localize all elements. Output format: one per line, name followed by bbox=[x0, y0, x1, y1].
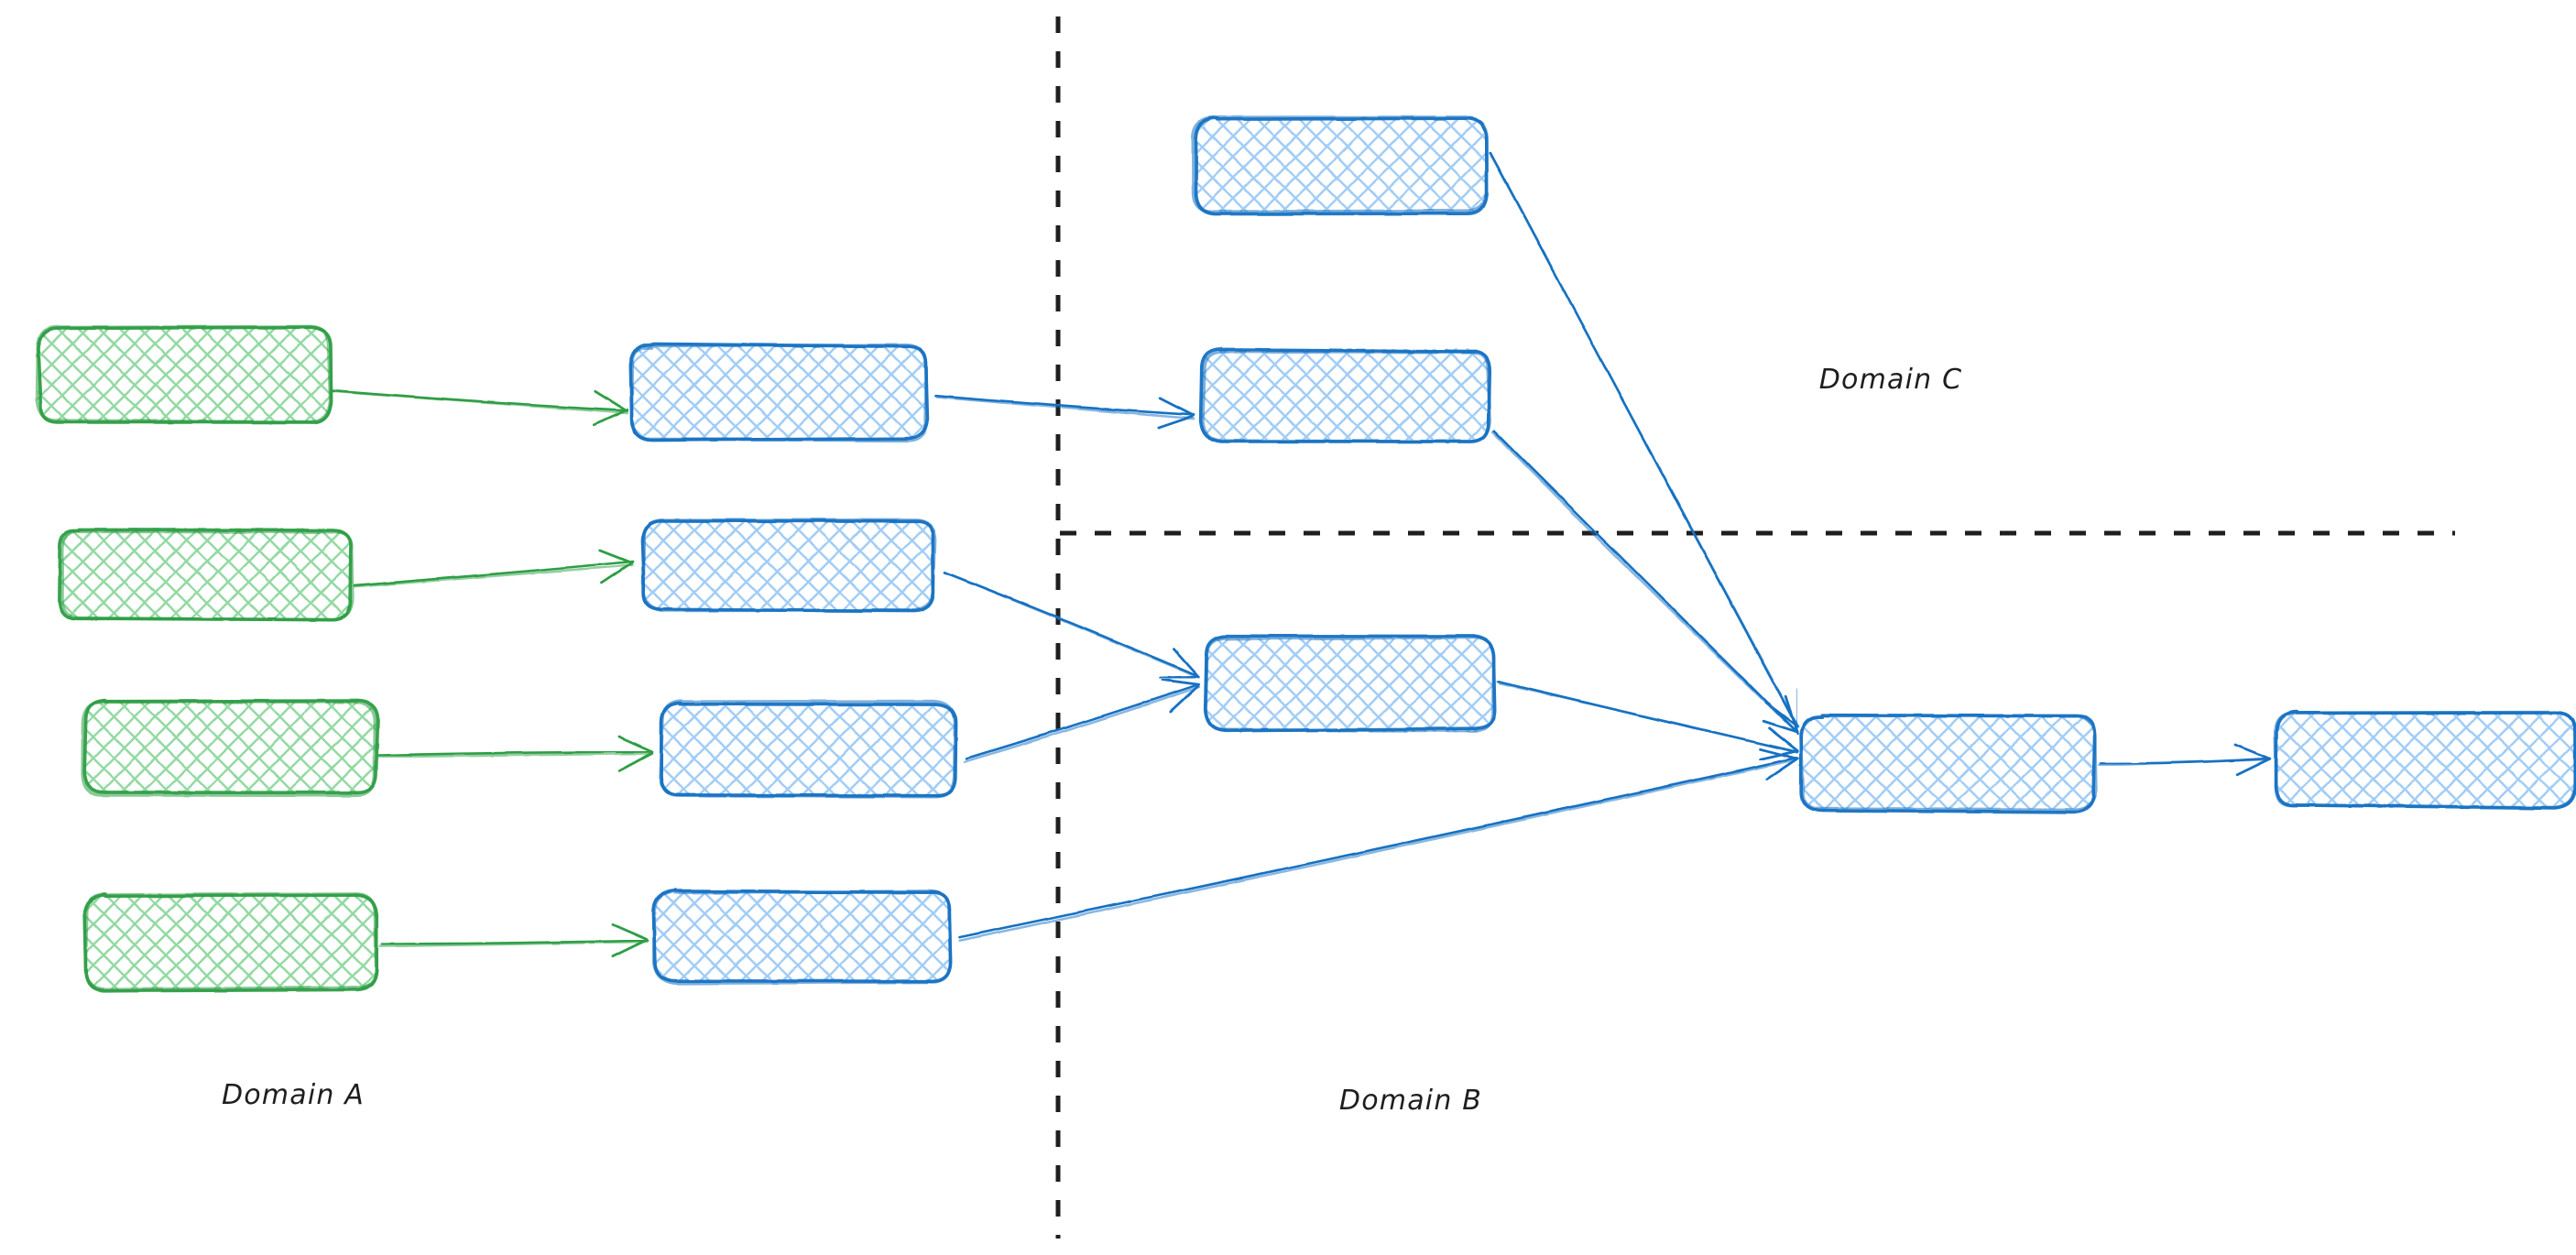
node-a-node-1[interactable] bbox=[35, 324, 333, 424]
arrowhead-upper bbox=[1169, 684, 1200, 713]
domain-label-layer: Domain A Domain B Domain C bbox=[222, 364, 1963, 1117]
node-b-node-1[interactable] bbox=[1203, 634, 1497, 733]
node-outline bbox=[658, 699, 957, 799]
edge-edge-a3-m3 bbox=[377, 736, 654, 772]
arrowhead-upper bbox=[2235, 757, 2272, 777]
edge-line bbox=[378, 940, 649, 948]
node-fill bbox=[1201, 348, 1491, 440]
node-outline bbox=[1191, 115, 1489, 213]
arrowhead-upper bbox=[592, 408, 629, 427]
edge-line bbox=[963, 685, 1201, 763]
edge-edge-m4-b2 bbox=[958, 748, 1800, 943]
arrowhead-upper bbox=[1762, 719, 1799, 734]
arrowhead-lower bbox=[617, 736, 654, 754]
node-m-node-2[interactable] bbox=[640, 518, 937, 613]
edge-edge-m1-c2 bbox=[934, 394, 1195, 430]
node-outline bbox=[83, 892, 378, 992]
edge-edge-a2-m2 bbox=[353, 549, 634, 589]
node-c-node-2[interactable] bbox=[1198, 347, 1491, 444]
edge-layer bbox=[330, 151, 2272, 958]
edge-line bbox=[377, 752, 653, 758]
edge-line bbox=[958, 758, 1798, 943]
node-c-node-1[interactable] bbox=[1191, 115, 1489, 216]
arrowhead-upper bbox=[617, 751, 654, 772]
node-outline bbox=[60, 529, 355, 622]
node-outline bbox=[1799, 714, 2098, 813]
arrowhead-upper bbox=[1765, 757, 1800, 781]
node-outline bbox=[2273, 710, 2576, 810]
node-fill bbox=[2276, 712, 2576, 806]
node-b-node-2[interactable] bbox=[1799, 713, 2098, 814]
arrowhead-lower bbox=[594, 389, 628, 413]
node-m-node-4[interactable] bbox=[651, 889, 953, 986]
arrowhead-lower bbox=[1173, 648, 1200, 678]
node-fill bbox=[660, 702, 955, 796]
domain-label-domain-a: Domain A bbox=[222, 1079, 365, 1111]
edge-edge-b1-b2 bbox=[1496, 680, 1799, 761]
node-m-node-1[interactable] bbox=[628, 342, 930, 442]
node-outline bbox=[651, 889, 953, 986]
edge-edge-b2-b3 bbox=[2098, 743, 2272, 777]
edge-line bbox=[377, 750, 654, 757]
arrowhead-lower bbox=[1161, 678, 1201, 686]
arrowhead-upper bbox=[611, 938, 649, 958]
node-fill bbox=[85, 700, 377, 794]
arrowhead-lower bbox=[598, 549, 633, 564]
edge-line bbox=[2098, 758, 2271, 767]
edge-line bbox=[1490, 431, 1800, 736]
edge-line bbox=[1498, 682, 1799, 754]
node-b-node-3[interactable] bbox=[2273, 710, 2576, 810]
arrowhead-upper bbox=[1159, 675, 1200, 680]
node-outline bbox=[1201, 350, 1491, 444]
arrowhead-lower bbox=[1158, 397, 1195, 417]
arrowhead-lower bbox=[1784, 694, 1799, 735]
node-fill bbox=[85, 894, 378, 989]
node-fill bbox=[37, 326, 331, 422]
arrowhead-lower bbox=[2233, 743, 2271, 760]
node-a-node-3[interactable] bbox=[81, 698, 380, 798]
domain-label-domain-c: Domain C bbox=[1819, 364, 1963, 396]
node-outline bbox=[629, 344, 929, 442]
edge-line bbox=[965, 682, 1200, 760]
node-outline bbox=[641, 518, 937, 613]
edge-line bbox=[1489, 151, 1799, 728]
node-outline bbox=[35, 324, 333, 424]
arrowhead-lower bbox=[611, 923, 649, 941]
edge-line bbox=[935, 396, 1195, 420]
edge-line bbox=[353, 563, 634, 589]
node-fill bbox=[1194, 119, 1487, 213]
edge-edge-m2-b1 bbox=[944, 571, 1200, 680]
edge-edge-a1-m1 bbox=[330, 389, 629, 427]
node-fill bbox=[641, 519, 934, 610]
edge-edge-m3-b1 bbox=[963, 678, 1201, 763]
arrowhead-upper bbox=[599, 562, 634, 584]
node-fill bbox=[60, 528, 353, 621]
node-fill bbox=[655, 889, 951, 983]
arrowhead-upper bbox=[1157, 415, 1194, 430]
domain-label-domain-b: Domain B bbox=[1339, 1085, 1482, 1117]
node-outline bbox=[81, 700, 377, 798]
edge-edge-c2-b2 bbox=[1490, 429, 1800, 736]
node-fill bbox=[1802, 715, 2094, 810]
edge-line bbox=[1492, 429, 1799, 734]
node-fill bbox=[631, 345, 926, 441]
edge-line bbox=[934, 394, 1195, 417]
node-layer bbox=[35, 115, 2576, 993]
edge-line bbox=[958, 756, 1798, 939]
edge-line bbox=[330, 389, 629, 415]
edge-edge-c1-b2 bbox=[1489, 151, 1799, 728]
arrowhead-upper bbox=[1758, 749, 1799, 761]
node-outline bbox=[1204, 636, 1496, 733]
node-fill bbox=[1205, 638, 1493, 733]
domain-dividers bbox=[1055, 16, 2455, 1239]
node-a-node-4[interactable] bbox=[82, 892, 379, 993]
arrowhead-lower bbox=[1767, 726, 1799, 752]
node-a-node-2[interactable] bbox=[58, 528, 355, 622]
edge-line bbox=[944, 571, 1200, 679]
edge-line bbox=[353, 560, 634, 587]
node-m-node-3[interactable] bbox=[658, 699, 958, 799]
edge-edge-a4-m4 bbox=[378, 923, 649, 958]
